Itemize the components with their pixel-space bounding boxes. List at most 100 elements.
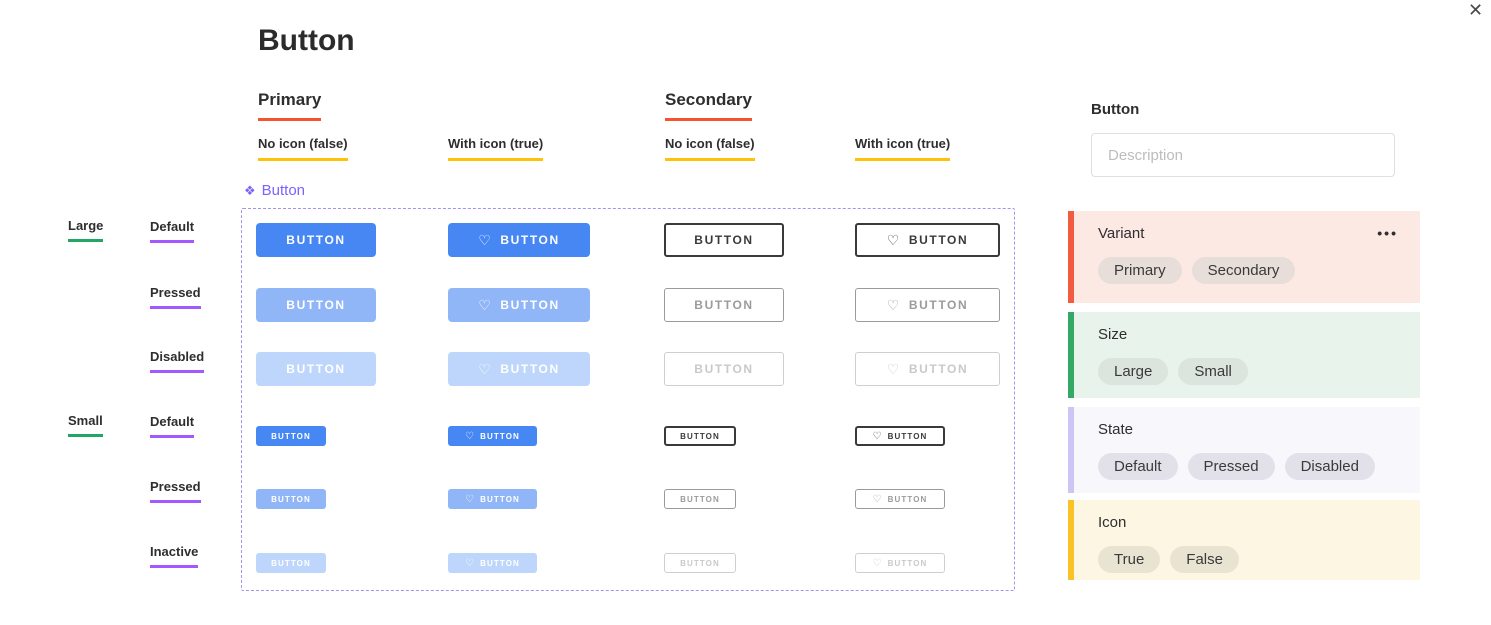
subheader-secondary-no-icon: No icon (false) — [665, 136, 755, 161]
component-tag[interactable]: ❖ Button — [244, 182, 305, 199]
heart-icon: ♡ — [886, 231, 901, 248]
heart-icon: ♡ — [886, 296, 901, 313]
button-label: BUTTON — [480, 431, 520, 441]
button-label: BUTTON — [500, 298, 560, 312]
preview-primary-small-pressed-icon[interactable]: ♡ BUTTON — [448, 489, 537, 509]
preview-secondary-large-default[interactable]: BUTTON — [664, 223, 784, 257]
description-input[interactable] — [1091, 133, 1395, 177]
chip-small[interactable]: Small — [1178, 358, 1248, 385]
button-label: BUTTON — [680, 558, 720, 568]
button-label: BUTTON — [694, 362, 754, 376]
preview-secondary-large-disabled-icon[interactable]: ♡ BUTTON — [855, 352, 1000, 386]
preview-primary-large-disabled[interactable]: BUTTON — [256, 352, 376, 386]
heart-icon: ♡ — [886, 360, 901, 377]
size-label-small: Small — [68, 413, 103, 437]
preview-primary-small-default[interactable]: BUTTON — [256, 426, 326, 446]
preview-secondary-small-default[interactable]: BUTTON — [664, 426, 736, 446]
preview-primary-large-default[interactable]: BUTTON — [256, 223, 376, 257]
preview-secondary-large-disabled[interactable]: BUTTON — [664, 352, 784, 386]
chip-default[interactable]: Default — [1098, 453, 1178, 480]
property-name: State — [1098, 421, 1134, 438]
component-icon: ❖ — [244, 182, 256, 198]
chip-primary[interactable]: Primary — [1098, 257, 1182, 284]
preview-primary-small-inactive-icon[interactable]: ♡BUTTON — [448, 553, 537, 573]
page-title: Button — [258, 24, 355, 57]
button-label: BUTTON — [680, 431, 720, 441]
heart-icon: ♡ — [465, 430, 476, 442]
button-label: BUTTON — [680, 494, 720, 504]
preview-secondary-large-pressed[interactable]: BUTTON — [664, 288, 784, 322]
button-label: BUTTON — [271, 431, 311, 441]
button-label: BUTTON — [887, 494, 928, 504]
preview-secondary-small-inactive[interactable]: BUTTON — [664, 553, 736, 573]
state-label-small-inactive: Inactive — [150, 544, 199, 568]
property-card-state: State Default Pressed Disabled — [1068, 407, 1420, 493]
chip-pressed[interactable]: Pressed — [1187, 453, 1275, 480]
heart-icon: ♡ — [872, 430, 883, 442]
property-name: Icon — [1098, 514, 1127, 531]
preview-primary-small-inactive[interactable]: BUTTON — [256, 553, 326, 573]
button-label: BUTTON — [286, 233, 346, 247]
button-label: BUTTON — [694, 298, 754, 312]
state-label-large-pressed: Pressed — [150, 285, 201, 309]
subheader-primary-with-icon: With icon (true) — [448, 136, 544, 161]
button-label: BUTTON — [887, 558, 928, 568]
button-label: BUTTON — [908, 233, 969, 247]
preview-primary-small-pressed[interactable]: BUTTON — [256, 489, 326, 509]
preview-secondary-small-inactive-icon[interactable]: ♡ BUTTON — [855, 553, 945, 573]
chip-secondary[interactable]: Secondary — [1191, 257, 1296, 284]
preview-secondary-small-pressed[interactable]: BUTTON — [664, 489, 736, 509]
heart-icon: ♡ — [478, 296, 493, 313]
heart-icon: ♡ — [478, 231, 493, 248]
component-tag-label: Button — [261, 182, 306, 199]
button-label: BUTTON — [480, 494, 520, 504]
button-label: BUTTON — [908, 298, 969, 312]
button-label: BUTTON — [887, 431, 928, 441]
state-label-large-disabled: Disabled — [150, 349, 205, 373]
preview-secondary-large-pressed-icon[interactable]: ♡ BUTTON — [855, 288, 1000, 322]
button-label: BUTTON — [286, 298, 346, 312]
chip-disabled[interactable]: Disabled — [1284, 453, 1375, 480]
button-label: BUTTON — [500, 362, 560, 376]
preview-primary-large-default-icon[interactable]: ♡ BUTTON — [448, 223, 590, 257]
preview-primary-large-pressed-icon[interactable]: ♡ BUTTON — [448, 288, 590, 322]
chip-large[interactable]: Large — [1098, 358, 1169, 385]
overflow-menu-icon[interactable]: ••• — [1377, 225, 1398, 241]
close-icon[interactable]: ✕ — [1468, 0, 1484, 20]
property-card-size: Size Large Small — [1068, 312, 1420, 398]
heart-icon: ♡ — [872, 557, 883, 569]
chip-false[interactable]: False — [1170, 546, 1239, 573]
button-label: BUTTON — [271, 558, 311, 568]
property-card-variant: Variant ••• Primary Secondary — [1068, 211, 1420, 303]
state-label-small-default: Default — [150, 414, 195, 438]
button-label: BUTTON — [480, 558, 520, 568]
size-label-large: Large — [68, 218, 104, 242]
preview-primary-small-default-icon[interactable]: ♡ BUTTON — [448, 426, 537, 446]
state-label-small-pressed: Pressed — [150, 479, 201, 503]
preview-primary-large-pressed[interactable]: BUTTON — [256, 288, 376, 322]
heart-icon: ♡ — [478, 360, 493, 377]
property-name: Size — [1098, 326, 1128, 343]
button-label: BUTTON — [694, 233, 754, 247]
button-label: BUTTON — [908, 362, 969, 376]
subheader-primary-no-icon: No icon (false) — [258, 136, 348, 161]
subheader-secondary-with-icon: With icon (true) — [855, 136, 951, 161]
heart-icon: ♡ — [872, 493, 883, 505]
header-secondary: Secondary — [665, 90, 752, 121]
preview-primary-large-disabled-icon[interactable]: ♡ BUTTON — [448, 352, 590, 386]
button-label: BUTTON — [500, 233, 560, 247]
inspector-title: Button — [1091, 101, 1140, 118]
preview-secondary-large-default-icon[interactable]: ♡ BUTTON — [855, 223, 1000, 257]
component-set-frame — [241, 208, 1015, 591]
header-primary: Primary — [258, 90, 322, 121]
property-card-icon: Icon True False — [1068, 500, 1420, 580]
button-label: BUTTON — [286, 362, 346, 376]
button-label: BUTTON — [271, 494, 311, 504]
chip-true[interactable]: True — [1098, 546, 1161, 573]
preview-secondary-small-default-icon[interactable]: ♡ BUTTON — [855, 426, 945, 446]
state-label-large-default: Default — [150, 219, 195, 243]
heart-icon: ♡ — [465, 493, 476, 505]
property-name: Variant — [1098, 225, 1145, 242]
preview-secondary-small-pressed-icon[interactable]: ♡ BUTTON — [855, 489, 945, 509]
